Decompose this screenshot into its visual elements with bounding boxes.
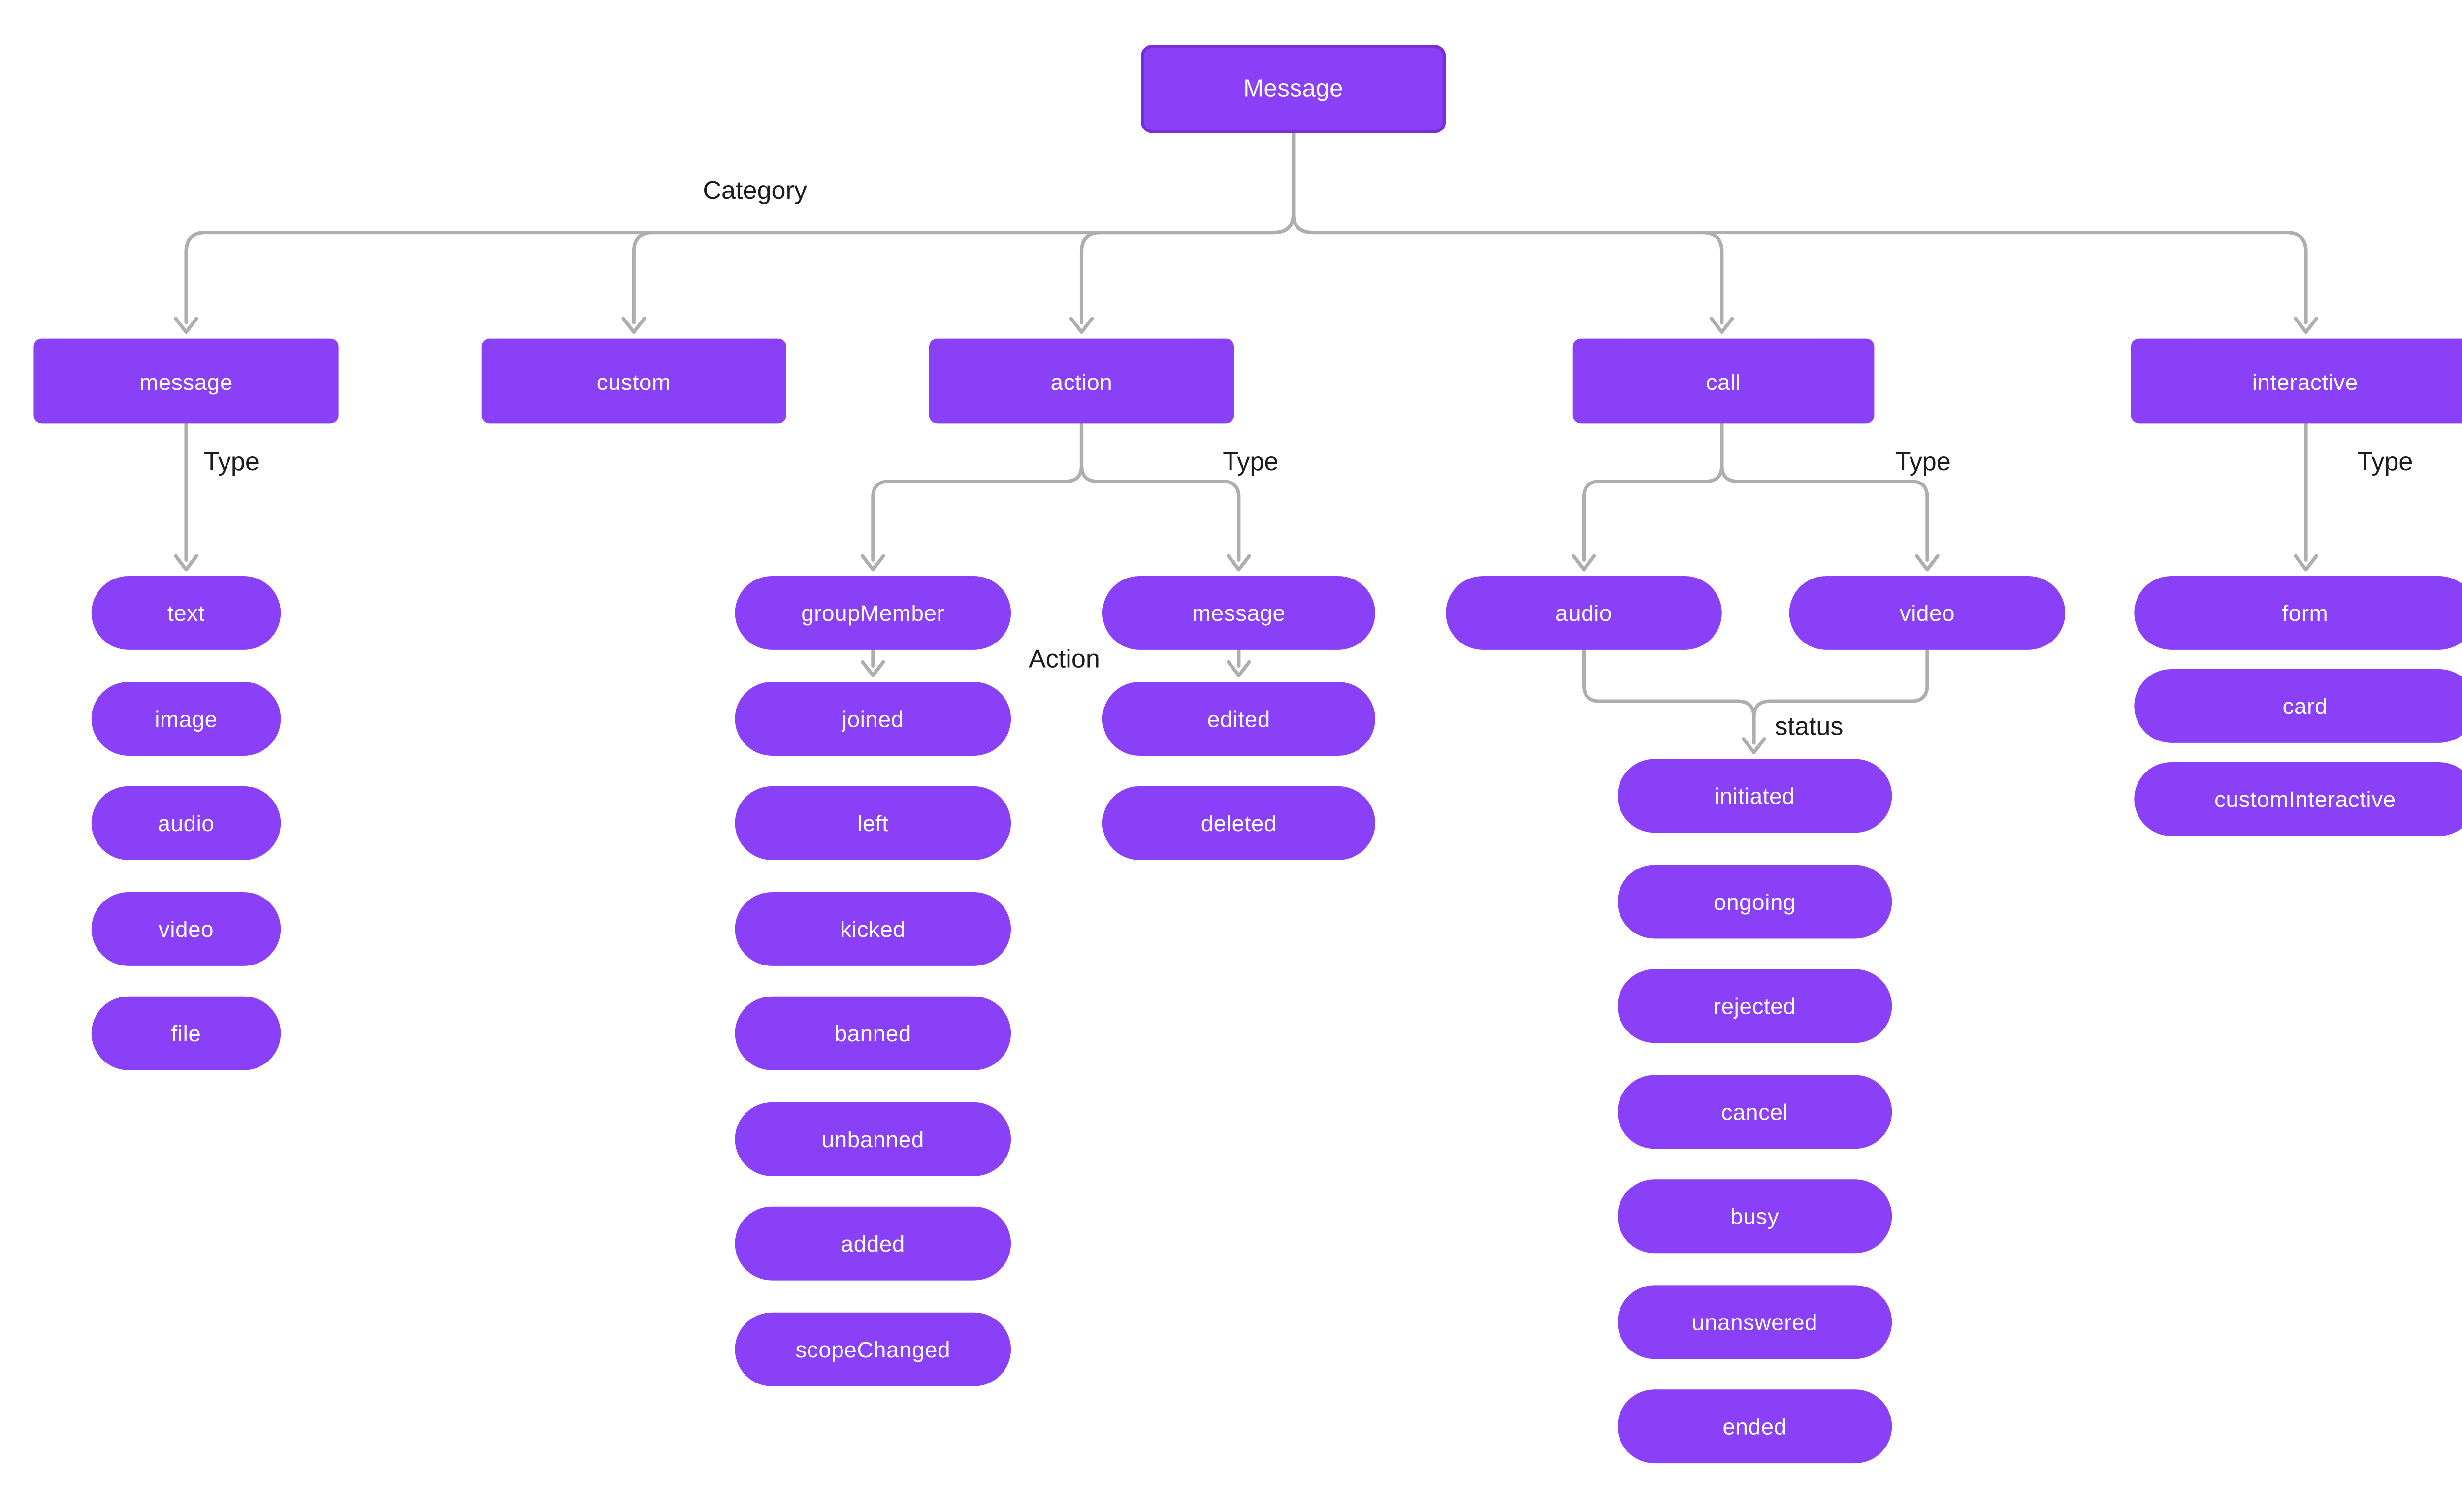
node-video-type: video — [91, 892, 281, 966]
arrowhead — [621, 317, 647, 334]
edge-call-to-audio — [1582, 421, 1724, 562]
edge-root-to-message — [184, 131, 1296, 324]
node-root-message: Message — [1141, 45, 1446, 133]
arrowhead — [1710, 317, 1734, 334]
edge-label-category: Category — [703, 178, 807, 206]
node-category-interactive: interactive — [2131, 338, 2462, 424]
edge-action-to-groupmember — [871, 421, 1084, 562]
node-call-video: video — [1789, 576, 2066, 650]
node-unbanned: unbanned — [735, 1102, 1011, 1176]
edge-root-to-call — [1292, 131, 1724, 324]
node-cancel: cancel — [1617, 1075, 1892, 1149]
node-banned: banned — [735, 996, 1011, 1070]
arrowhead — [1227, 554, 1251, 572]
node-ongoing: ongoing — [1617, 865, 1892, 939]
edge-label-type-action: Type — [1223, 449, 1279, 477]
node-category-call: call — [1572, 338, 1875, 424]
node-action-message: message — [1102, 576, 1375, 650]
node-custom-interactive: customInteractive — [2134, 762, 2462, 836]
arrowhead — [1069, 317, 1094, 334]
edge-label-type-call: Type — [1895, 449, 1951, 477]
node-image: image — [91, 682, 281, 756]
edge-label-type-message: Type — [203, 449, 259, 477]
node-category-custom: custom — [481, 338, 786, 424]
arrowhead — [2294, 554, 2318, 572]
edge-action-to-message — [1079, 421, 1241, 562]
edge-label-status: status — [1775, 714, 1844, 741]
node-deleted: deleted — [1102, 786, 1375, 860]
edge-label-action: Action — [1028, 646, 1100, 674]
edge-root-to-custom — [632, 131, 1296, 324]
arrowhead — [1571, 554, 1596, 572]
node-group-member: groupMember — [735, 576, 1011, 650]
node-left: left — [735, 786, 1011, 860]
node-edited: edited — [1102, 682, 1375, 756]
edge-label-type-interactive: Type — [2357, 449, 2413, 477]
arrowhead — [174, 554, 198, 572]
node-category-message: message — [33, 338, 339, 424]
node-ended: ended — [1617, 1389, 1892, 1464]
node-unanswered: unanswered — [1617, 1285, 1892, 1359]
node-scope-changed: scopeChanged — [735, 1312, 1011, 1386]
node-card: card — [2134, 669, 2462, 743]
node-joined: joined — [735, 682, 1011, 756]
arrowhead — [861, 660, 885, 677]
edge-video-to-status — [1752, 648, 1929, 745]
edge-root-to-action — [1079, 131, 1296, 324]
node-call-audio: audio — [1446, 576, 1722, 650]
node-added: added — [735, 1206, 1011, 1281]
node-form: form — [2134, 576, 2462, 650]
arrowhead — [2294, 317, 2318, 334]
node-rejected: rejected — [1617, 969, 1892, 1043]
node-busy: busy — [1617, 1179, 1892, 1254]
node-file: file — [91, 996, 281, 1070]
edge-audio-to-status — [1582, 648, 1756, 745]
node-category-action: action — [929, 338, 1234, 424]
node-initiated: initiated — [1617, 759, 1892, 833]
arrowhead — [1915, 554, 1940, 572]
edge-call-to-video — [1720, 421, 1929, 562]
arrowhead — [1742, 737, 1766, 755]
node-kicked: kicked — [735, 892, 1011, 966]
node-audio-type: audio — [91, 786, 281, 860]
arrowhead — [861, 554, 885, 572]
arrowhead — [1227, 660, 1251, 677]
arrowhead — [174, 317, 198, 334]
edge-root-to-interactive — [1292, 131, 2308, 324]
node-text: text — [91, 576, 281, 650]
